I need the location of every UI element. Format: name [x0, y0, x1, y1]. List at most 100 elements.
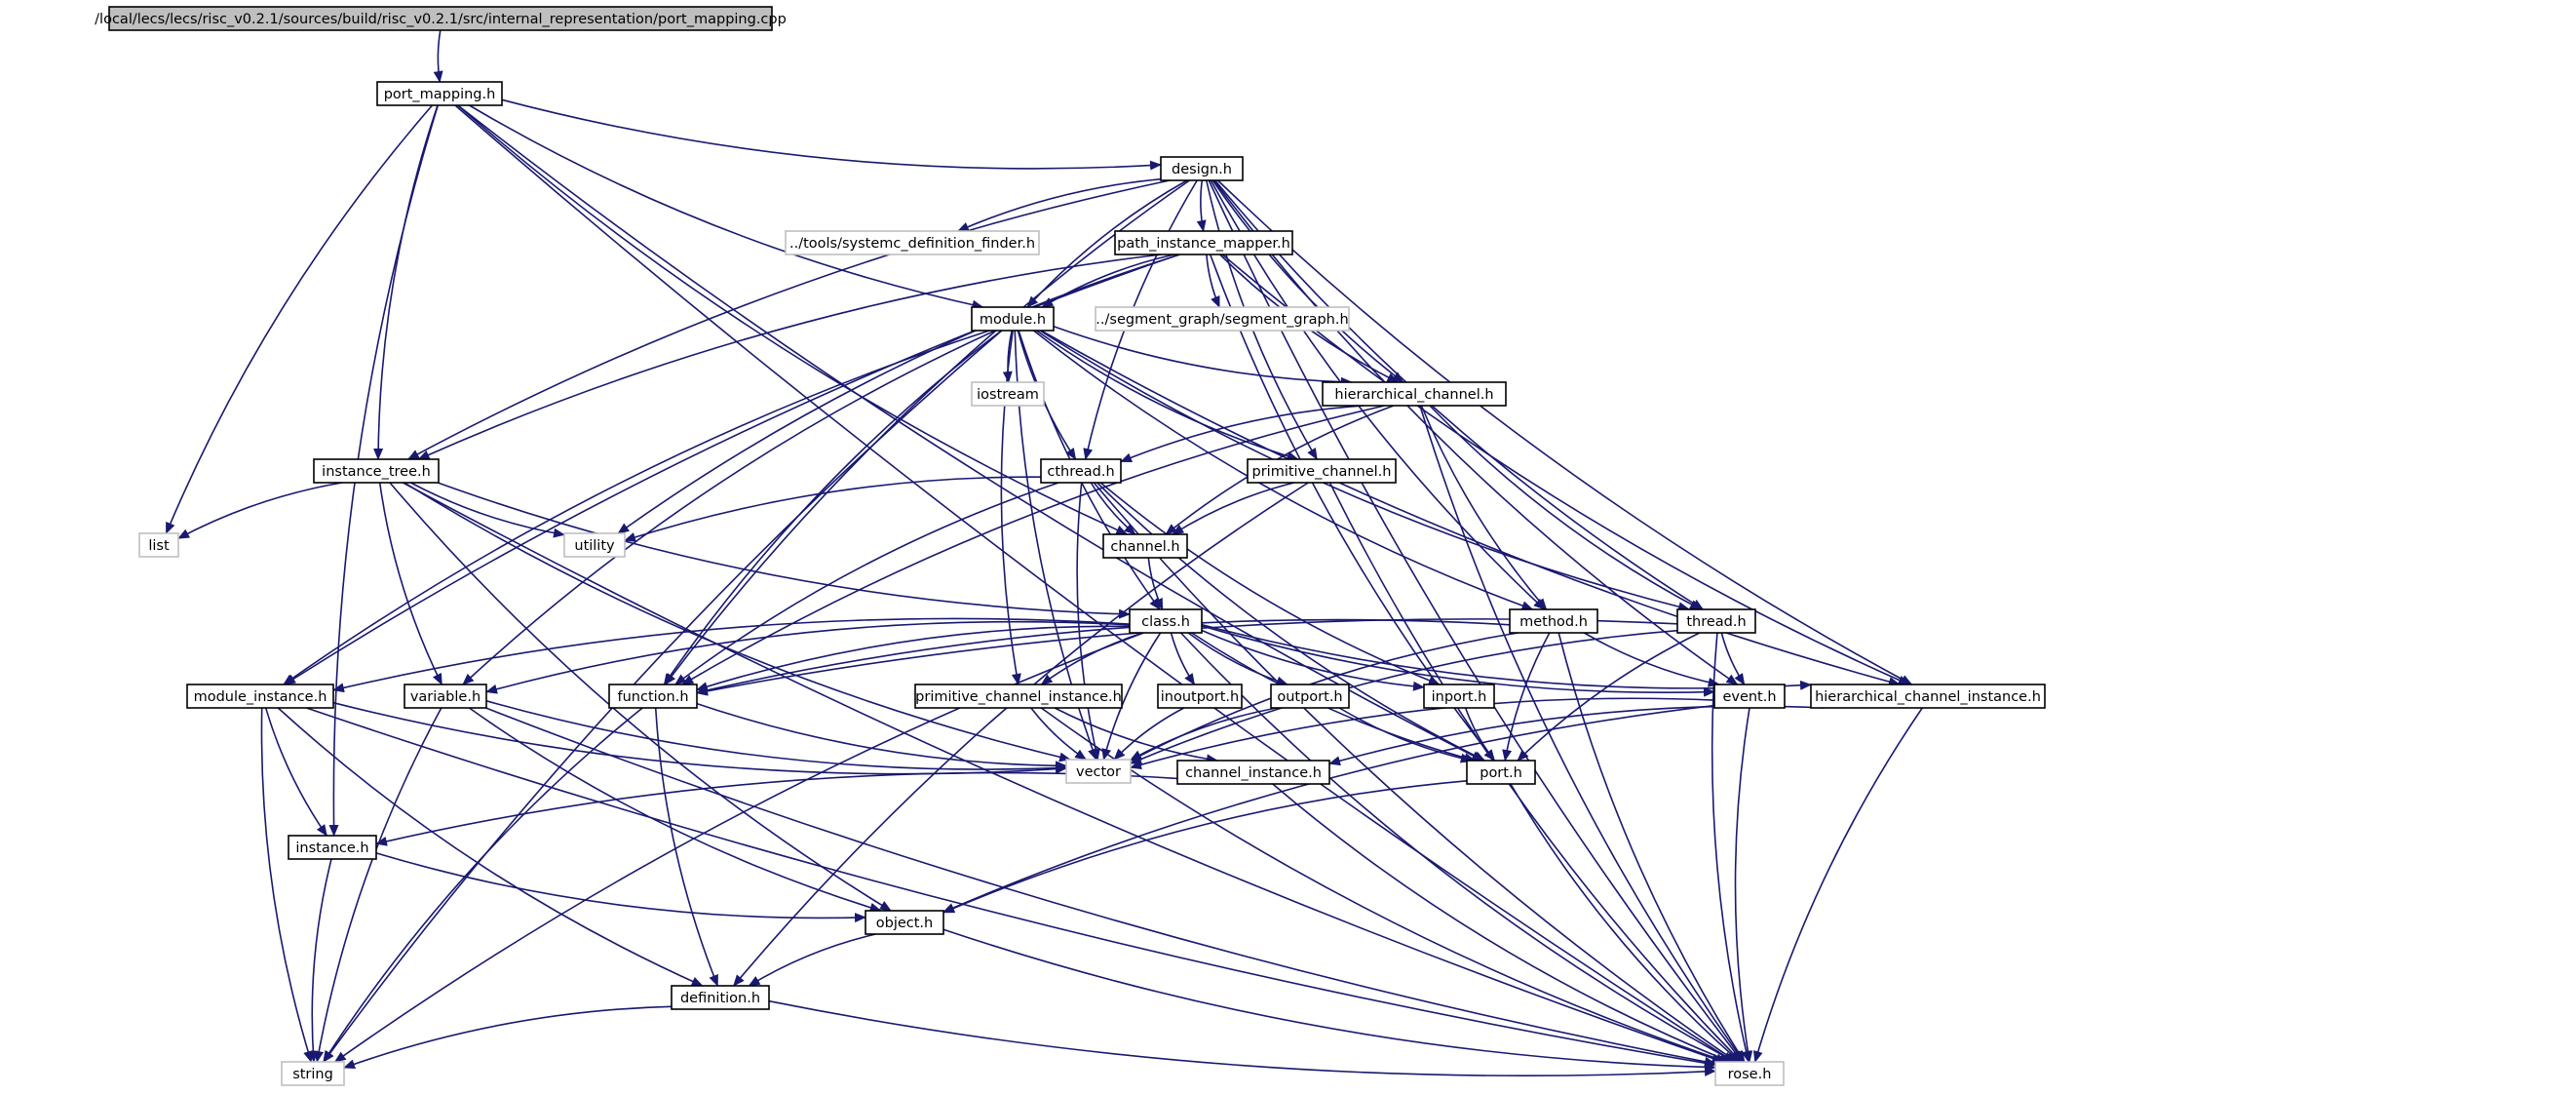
- edge-function-to-definition: [654, 707, 719, 987]
- edge-thread-to-event: [1720, 632, 1746, 685]
- node-object[interactable]: object.h: [865, 910, 944, 935]
- node-port[interactable]: port.h: [1466, 760, 1536, 785]
- edge-port_mapping-to-list: [165, 104, 434, 534]
- node-box: [1040, 458, 1122, 484]
- edge-root-to-port_mapping: [433, 29, 443, 83]
- node-box: [563, 532, 626, 558]
- node-box: [1676, 608, 1756, 634]
- node-label: string: [292, 1067, 333, 1082]
- edge-path_instance_mapper-to-utility: [617, 254, 1181, 534]
- node-outport[interactable]: outport.h: [1270, 684, 1350, 709]
- node-box: [1176, 760, 1330, 785]
- node-rose: rose.h: [1714, 1061, 1785, 1086]
- edge-module-to-method: [1033, 330, 1534, 610]
- edge-object-to-definition: [748, 933, 876, 987]
- edge-class-to-event: [1201, 625, 1715, 697]
- edge-module_instance-to-vector: [332, 701, 1067, 775]
- node-label: utility: [574, 538, 615, 554]
- edge-channel-to-class: [1147, 557, 1164, 610]
- node-box: [671, 985, 770, 1010]
- edge-definition-to-rose: [768, 999, 1716, 1076]
- node-box: [376, 81, 503, 106]
- edge-event-to-object: [942, 704, 1715, 914]
- node-label: inoutport.h: [1161, 689, 1240, 705]
- node-primitive-channel-instance[interactable]: primitive_channel_instance.h: [914, 684, 1123, 709]
- node-box: [138, 532, 179, 558]
- node-variable[interactable]: variable.h: [404, 684, 487, 709]
- node-function[interactable]: function.h: [608, 684, 698, 709]
- node-channel[interactable]: channel.h: [1102, 533, 1188, 559]
- edge-port_mapping-to-rose: [454, 104, 1735, 1063]
- node-path-instance-mapper[interactable]: path_instance_mapper.h: [1114, 230, 1293, 255]
- edge-function-to-vector: [696, 702, 1067, 771]
- node-box: [404, 684, 487, 709]
- edge-hierarchical_channel-to-method: [1420, 405, 1548, 610]
- edge-definition-to-string: [343, 1005, 673, 1070]
- node-label: class.h: [1141, 614, 1190, 630]
- node-label: cthread.h: [1047, 464, 1114, 480]
- edge-hierarchical_channel-to-function: [681, 405, 1385, 685]
- node-segment-graph: ../segment_graph/segment_graph.h: [1095, 306, 1350, 332]
- node-class[interactable]: class.h: [1129, 608, 1203, 634]
- node-label: path_instance_mapper.h: [1117, 236, 1290, 252]
- node-cthread[interactable]: cthread.h: [1040, 458, 1122, 484]
- edge-cthread-to-channel: [1090, 482, 1136, 535]
- edge-class-to-inport: [1201, 629, 1425, 691]
- node-box: [1102, 533, 1188, 559]
- edge-cthread-to-utility: [624, 476, 1042, 542]
- node-instance[interactable]: instance.h: [288, 835, 377, 860]
- edge-hierarchical_channel_instance-to-rose: [1752, 707, 1923, 1063]
- node-port-mapping[interactable]: port_mapping.h: [376, 81, 503, 106]
- edge-primitive_channel_instance-to-rose: [1040, 707, 1728, 1064]
- node-primitive-channel[interactable]: primitive_channel.h: [1247, 458, 1397, 484]
- node-root[interactable]: /local/lecs/lecs/risc_v0.2.1/sources/bui…: [95, 6, 787, 31]
- node-design[interactable]: design.h: [1160, 156, 1244, 181]
- edge-instance_tree-to-rose: [403, 482, 1724, 1064]
- edge-class-to-function: [696, 625, 1131, 691]
- edge-primitive_channel-to-definition: [733, 482, 1309, 987]
- edge-cthread-to-port: [1096, 482, 1486, 762]
- node-utility: utility: [563, 532, 626, 558]
- edge-port_mapping-to-channel: [457, 104, 1129, 535]
- node-label: rose.h: [1728, 1067, 1772, 1082]
- edge-module-to-module_instance: [283, 330, 990, 685]
- node-label: channel_instance.h: [1185, 765, 1322, 781]
- node-box: [971, 381, 1045, 407]
- edge-module-to-hierarchical_channel: [1053, 326, 1353, 387]
- dependency-edges: [165, 29, 1923, 1076]
- node-hierarchical-channel-instance[interactable]: hierarchical_channel_instance.h: [1810, 684, 2046, 709]
- node-inoutport[interactable]: inoutport.h: [1157, 684, 1243, 709]
- node-instance-tree[interactable]: instance_tree.h: [313, 458, 440, 484]
- node-label: variable.h: [410, 689, 481, 705]
- node-event[interactable]: event.h: [1713, 684, 1786, 709]
- node-thread[interactable]: thread.h: [1676, 608, 1756, 634]
- node-label: function.h: [617, 689, 688, 705]
- edge-port-to-rose: [1510, 783, 1741, 1063]
- edge-hierarchical_channel-to-rose: [1419, 405, 1745, 1063]
- edge-thread-to-port: [1517, 632, 1701, 762]
- node-module[interactable]: module.h: [971, 306, 1055, 332]
- node-channel-instance[interactable]: channel_instance.h: [1176, 760, 1330, 785]
- edge-event-to-vector: [1130, 697, 1715, 770]
- node-hierarchical-channel[interactable]: hierarchical_channel.h: [1322, 381, 1507, 407]
- edge-module_instance-to-string: [260, 707, 313, 1063]
- edge-design-to-function: [664, 179, 1190, 685]
- edge-class-to-inoutport: [1170, 632, 1196, 685]
- node-method[interactable]: method.h: [1509, 608, 1598, 634]
- edge-instance_tree-to-variable: [378, 482, 443, 685]
- edge-instance_tree-to-object: [389, 482, 892, 912]
- node-inport[interactable]: inport.h: [1423, 684, 1495, 709]
- node-string: string: [281, 1061, 345, 1086]
- node-module-instance[interactable]: module_instance.h: [186, 684, 334, 709]
- edge-method-to-rose: [1557, 632, 1746, 1063]
- node-label: hierarchical_channel.h: [1334, 387, 1493, 403]
- edge-method-to-event: [1583, 632, 1720, 687]
- node-label: design.h: [1172, 162, 1232, 177]
- node-definition[interactable]: definition.h: [671, 985, 770, 1010]
- node-box: [281, 1061, 345, 1086]
- node-label: ../segment_graph/segment_graph.h: [1096, 312, 1348, 328]
- node-list: list: [138, 532, 179, 558]
- node-box: [108, 6, 773, 31]
- edge-variable-to-object: [468, 707, 882, 913]
- edge-class-to-rose: [1179, 632, 1736, 1063]
